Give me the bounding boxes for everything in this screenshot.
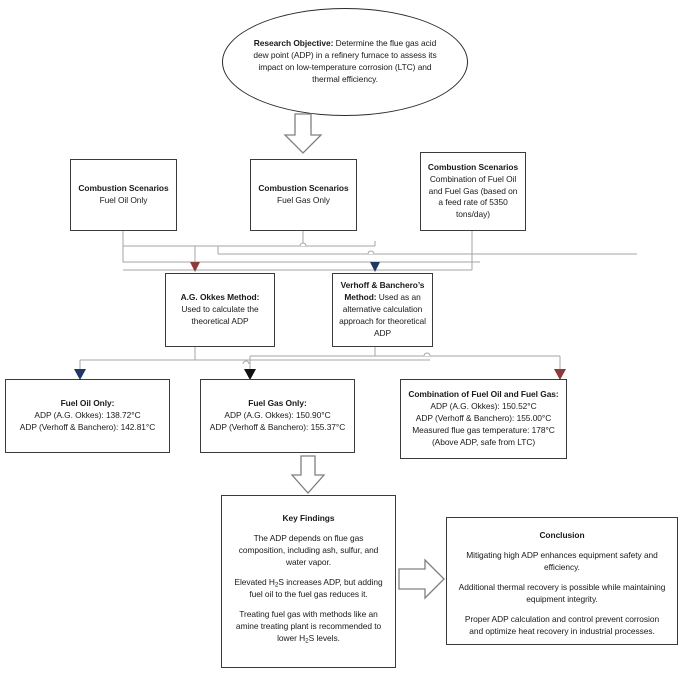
result-fuel-oil-line-2: ADP (Verhoff & Banchero): 142.81°C [19, 421, 156, 432]
result-fuel-oil-title: Fuel Oil Only: [60, 398, 115, 409]
arrowhead-to-verhoff [370, 262, 380, 272]
scenario-fuel-oil-title: Combustion Scenarios [78, 183, 169, 194]
conclusion-paragraph-2: Additional thermal recovery is possible … [458, 581, 666, 604]
result-fuel-gas-line-2: ADP (Verhoff & Banchero): 155.37°C [209, 421, 346, 432]
scenario-combination-text: Combination of Fuel Oil and Fuel Gas (ba… [428, 173, 518, 220]
conclusion-node: Conclusion Mitigating high ADP enhances … [446, 517, 678, 645]
arrowheads [74, 262, 566, 380]
objective-to-scenarios-arrow [283, 113, 323, 154]
key-findings-paragraph-1: The ADP depends on flue gas composition,… [238, 532, 379, 567]
subscript-2: 2 [305, 637, 309, 645]
method-verhoff-text: Used as an alternative calculation appro… [339, 292, 426, 338]
hop-3 [242, 360, 250, 365]
key-findings-node: Key Findings The ADP depends on flue gas… [221, 495, 396, 668]
findings-to-conclusion-arrow [398, 558, 445, 600]
research-objective-node: Research Objective: Determine the flue g… [222, 8, 468, 116]
method-okkes-label: A.G. Okkes Method: [180, 292, 260, 303]
hop-2 [367, 250, 375, 255]
result-fuel-gas-node: Fuel Gas Only: ADP (A.G. Okkes): 150.90°… [200, 379, 355, 453]
results-to-findings-arrow [290, 455, 326, 494]
hop-1 [299, 242, 307, 247]
subscript-2: 2 [274, 581, 279, 589]
scenario-combination-node: Combustion Scenarios Combination of Fuel… [420, 152, 526, 231]
research-objective-label: Research Objective: [253, 38, 334, 49]
arrowhead-to-okkes [190, 262, 200, 272]
conclusion-paragraph-3: Proper ADP calculation and control preve… [464, 613, 660, 636]
method-okkes-node: A.G. Okkes Method: Used to calculate the… [165, 273, 275, 347]
scenario-fuel-gas-title: Combustion Scenarios [258, 183, 349, 194]
scenario-fuel-gas-node: Combustion Scenarios Fuel Gas Only [250, 159, 357, 231]
result-combination-line-2: ADP (Verhoff & Banchero): 155.00°C [415, 413, 552, 424]
result-fuel-oil-node: Fuel Oil Only: ADP (A.G. Okkes): 138.72°… [5, 379, 170, 453]
scenario-fuel-oil-node: Combustion Scenarios Fuel Oil Only [70, 159, 177, 231]
conclusion-title: Conclusion [539, 530, 585, 540]
scenario-fuel-oil-text: Fuel Oil Only [99, 195, 148, 205]
key-findings-paragraph-2: Elevated H2S increases ADP, but adding f… [234, 576, 383, 600]
method-verhoff-node: Verhoff & Banchero’s Method: Used as an … [332, 273, 433, 347]
method-okkes-text: Used to calculate the theoretical ADP [181, 304, 259, 326]
key-findings-paragraph-3: Treating fuel gas with methods like an a… [235, 609, 382, 645]
result-combination-line-3: Measured flue gas temperature: 178°C [412, 424, 555, 435]
research-objective-text: Determine the flue gas acid dew point (A… [253, 38, 437, 84]
result-combination-title: Combination of Fuel Oil and Fuel Gas: [408, 389, 559, 400]
conclusion-paragraph-1: Mitigating high ADP enhances equipment s… [466, 549, 658, 572]
result-fuel-oil-line-1: ADP (A.G. Okkes): 138.72°C [34, 410, 141, 421]
result-combination-node: Combination of Fuel Oil and Fuel Gas: AD… [400, 379, 567, 459]
hop-4 [423, 352, 431, 357]
result-fuel-gas-line-1: ADP (A.G. Okkes): 150.90°C [224, 410, 331, 421]
scenario-fuel-gas-text: Fuel Gas Only [277, 195, 330, 205]
scenario-combination-title: Combustion Scenarios [427, 161, 519, 172]
key-findings-title: Key Findings [282, 513, 335, 523]
result-combination-line-4: (Above ADP, safe from LTC) [431, 436, 536, 447]
result-fuel-gas-title: Fuel Gas Only: [248, 398, 307, 409]
method-verhoff-label: Verhoff & Banchero’s Method: [340, 280, 425, 303]
wire-oil-to-bus [122, 231, 480, 263]
result-combination-line-1: ADP (A.G. Okkes): 150.52°C [430, 401, 537, 412]
